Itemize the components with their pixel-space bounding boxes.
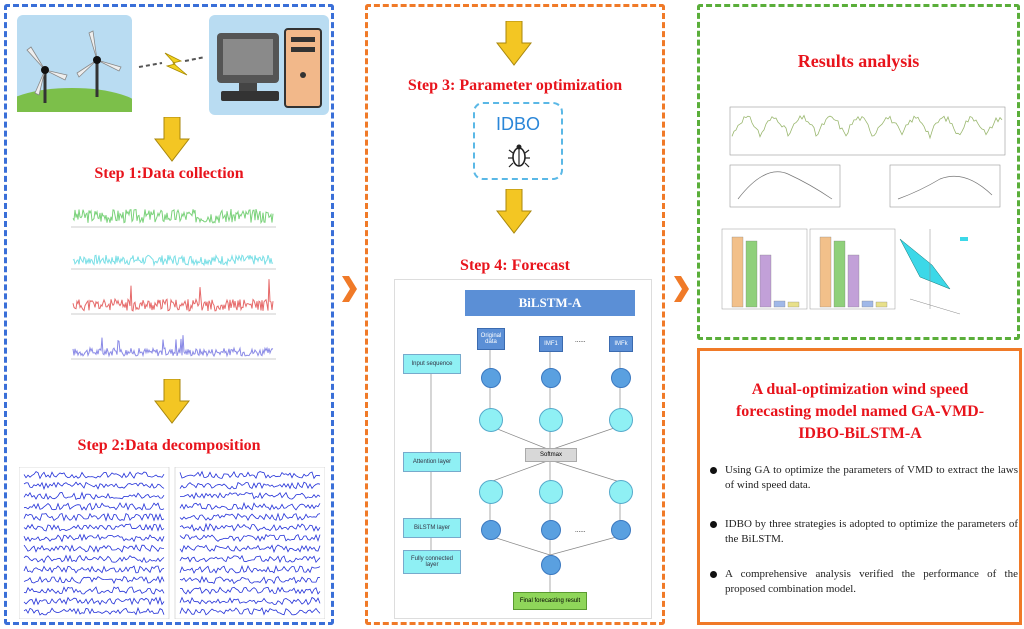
imf-trace xyxy=(179,575,321,585)
hidden-node xyxy=(539,408,563,432)
hidden-node xyxy=(609,408,633,432)
bullet-item: Using GA to optimize the parameters of V… xyxy=(710,463,1018,493)
imf-trace xyxy=(23,471,165,480)
bar xyxy=(847,254,860,308)
imf-trace xyxy=(179,481,321,490)
bar xyxy=(787,301,800,308)
output-node xyxy=(611,520,631,540)
imf-trace xyxy=(179,586,321,595)
imf-trace xyxy=(23,523,165,532)
imf-trace xyxy=(23,533,165,543)
imf1-box: IMF1 xyxy=(539,336,563,352)
lightning-icon xyxy=(138,52,206,76)
input-node xyxy=(541,368,561,388)
softmax-box: Softmax xyxy=(525,448,577,462)
panel-optimization-forecast: Step 3: Parameter optimization IDBO Step… xyxy=(365,4,665,625)
bilstm-diagram: BiLSTM-A Input sequence Attention layer … xyxy=(394,279,652,619)
panel-model-summary: A dual-optimization wind speed forecasti… xyxy=(697,348,1022,625)
bilstm-title: BiLSTM-A xyxy=(465,290,635,316)
ellipsis-bottom: ...... xyxy=(575,526,586,534)
original-data-box: Original data xyxy=(477,328,505,350)
bullet-text: IDBO by three strategies is adopted to o… xyxy=(725,518,1018,545)
imf-trace xyxy=(179,470,321,480)
attention-node xyxy=(609,480,633,504)
panel-results-analysis: Results analysis xyxy=(697,4,1020,340)
attention-layer-box: Attention layer xyxy=(403,452,461,472)
imf-trace xyxy=(179,554,321,564)
bullet-text: Using GA to optimize the parameters of V… xyxy=(725,464,1018,491)
chevron-right-icon xyxy=(674,276,689,302)
arrow-down-icon xyxy=(154,379,190,424)
imf-trace xyxy=(179,522,321,532)
imf-trace xyxy=(23,481,165,491)
bar xyxy=(875,301,888,308)
bullet-dot-icon xyxy=(710,571,717,578)
idbo-box: IDBO xyxy=(473,102,563,180)
bar xyxy=(773,300,786,308)
idbo-label: IDBO xyxy=(495,114,540,134)
ellipsis-top: ...... xyxy=(575,336,586,344)
bar xyxy=(731,236,744,308)
imf-trace xyxy=(23,502,165,511)
imf-trace xyxy=(179,501,321,511)
imf-trace xyxy=(179,491,321,500)
bar xyxy=(861,300,874,308)
imf-trace xyxy=(179,512,321,521)
imf-trace xyxy=(23,565,165,574)
step1-title: Step 1:Data collection xyxy=(94,165,244,182)
imf-trace xyxy=(179,564,321,574)
bullet-item: A comprehensive analysis verified the pe… xyxy=(710,567,1018,597)
attention-node xyxy=(539,480,563,504)
imf-trace xyxy=(179,596,321,606)
results-title: Results analysis xyxy=(797,51,920,71)
input-node xyxy=(481,368,501,388)
imf-trace xyxy=(23,512,165,522)
bullet-item: IDBO by three strategies is adopted to o… xyxy=(710,517,1018,547)
final-result-box: Final forecasting result xyxy=(513,592,587,610)
imf-trace xyxy=(179,533,321,543)
beetle-icon xyxy=(508,144,530,168)
arrow-down-icon xyxy=(154,117,190,162)
bar xyxy=(819,236,832,308)
bullet-dot-icon xyxy=(710,467,717,474)
bilstm-layer-box: BiLSTM layer xyxy=(403,518,461,538)
arrow-down-icon xyxy=(496,189,532,234)
bar xyxy=(745,240,758,308)
imfk-box: IMFk xyxy=(609,336,633,352)
bullet-dot-icon xyxy=(710,521,717,528)
imf-trace xyxy=(23,596,165,606)
panel-data-processing: Step 1:Data collection Step 2:Data decom… xyxy=(4,4,334,625)
fully-connected-box: Fully connected layer xyxy=(403,550,461,574)
bar xyxy=(759,254,772,308)
input-node xyxy=(611,368,631,388)
step4-title: Step 4: Forecast xyxy=(460,257,570,274)
wind-turbine-image xyxy=(17,15,132,112)
hidden-node xyxy=(479,408,503,432)
imf-trace xyxy=(179,544,321,554)
results-charts xyxy=(721,106,1006,315)
attention-node xyxy=(479,480,503,504)
imf-trace xyxy=(23,544,165,553)
decomposition-imf-charts xyxy=(19,467,325,619)
output-node xyxy=(481,520,501,540)
imf-trace xyxy=(23,554,165,564)
step3-title: Step 3: Parameter optimization xyxy=(407,77,623,94)
chevron-right-icon xyxy=(342,276,357,302)
computer-icon xyxy=(209,15,329,115)
bullet-text: A comprehensive analysis verified the pe… xyxy=(725,568,1018,595)
arrow-down-icon xyxy=(496,21,532,66)
imf-trace xyxy=(23,575,165,585)
imf-trace xyxy=(23,491,165,501)
step2-title: Step 2:Data decomposition xyxy=(77,437,261,454)
imf-trace xyxy=(23,606,165,616)
model-title: A dual-optimization wind speed forecasti… xyxy=(735,381,985,442)
wind-series-charts xyxy=(71,208,276,360)
dense-node xyxy=(541,555,561,575)
input-sequence-box: Input sequence xyxy=(403,354,461,374)
bar xyxy=(833,240,846,308)
output-node xyxy=(541,520,561,540)
imf-trace xyxy=(23,586,165,595)
imf-trace xyxy=(179,607,321,616)
